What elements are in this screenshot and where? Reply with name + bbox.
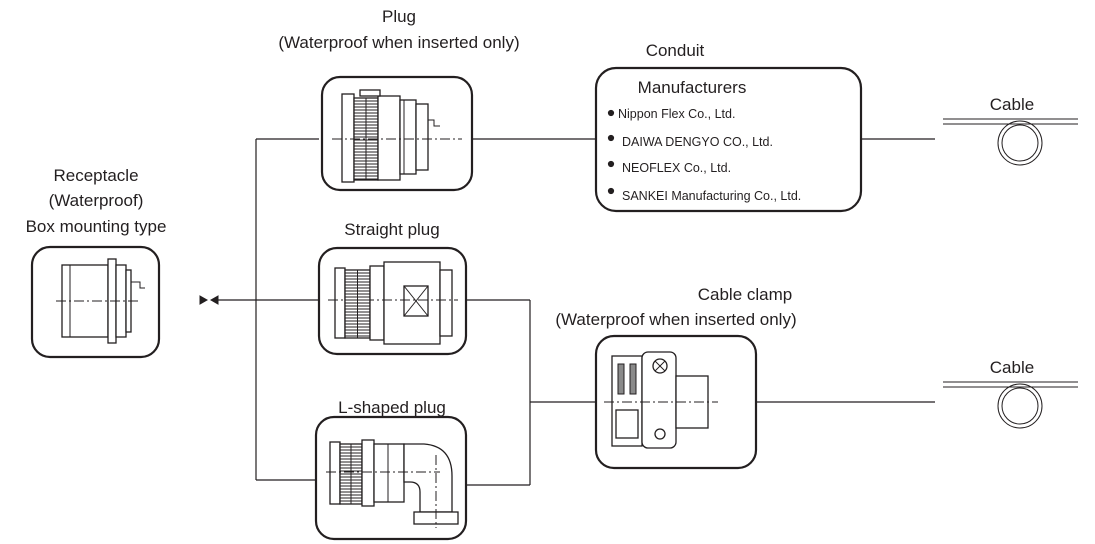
bullet-icon [607,134,615,142]
cable-coil-icon [943,381,1078,429]
cable-coil-icon [943,118,1078,166]
connection-lines [218,138,935,486]
manufacturer-item: SANKEI Manufacturing Co., Ltd. [622,189,801,203]
plug-label-line-2: (Waterproof when inserted only) [278,33,519,52]
cable-clamp-group: Cable clamp (Waterproof when inserted on… [555,285,797,470]
plug-connector-icon [332,89,462,183]
manufacturer-item: Nippon Flex Co., Ltd. [618,107,735,121]
plug-group: Plug (Waterproof when inserted only) [278,7,520,192]
receptacle-label-line-3: Box mounting type [26,217,167,236]
cable-clamp-icon [604,351,718,449]
mating-arrows [199,295,219,305]
bullet-icon [607,187,615,195]
plug-label-line-1: Plug [382,7,416,26]
straight-plug-group: Straight plug [317,220,468,356]
cable-bottom-group: Cable [943,358,1078,429]
arrow-left-icon [209,295,219,305]
receptacle-label-line-1: Receptacle [53,166,138,185]
straight-plug-label: Straight plug [344,220,439,239]
conduit-label: Conduit [646,41,705,60]
arrow-right-icon [199,295,209,305]
l-shaped-plug-group: L-shaped plug [314,398,468,541]
conduit-manufacturers-box [594,66,863,213]
straight-plug-connector-icon [328,261,458,345]
cable-clamp-label-line-2: (Waterproof when inserted only) [555,310,796,329]
conduit-manufacturers-heading: Manufacturers [638,78,747,97]
conduit-group: Conduit Manufacturers Nippon Flex Co., L… [594,41,863,213]
cable-top-group: Cable [943,95,1078,166]
cable-bottom-label: Cable [990,358,1034,377]
receptacle-label-line-2: (Waterproof) [49,191,144,210]
l-shaped-plug-connector-icon [326,439,459,528]
manufacturer-item: DAIWA DENGYO CO., Ltd. [622,135,773,149]
receptacle-connector-icon [56,258,145,344]
bullet-icon [607,109,615,117]
cable-clamp-label-line-1: Cable clamp [698,285,793,304]
receptacle-group: Receptacle (Waterproof) Box mounting typ… [26,166,167,359]
bullet-icon [607,160,615,168]
l-shaped-plug-label: L-shaped plug [338,398,446,417]
cable-top-label: Cable [990,95,1034,114]
manufacturer-item: NEOFLEX Co., Ltd. [622,161,731,175]
